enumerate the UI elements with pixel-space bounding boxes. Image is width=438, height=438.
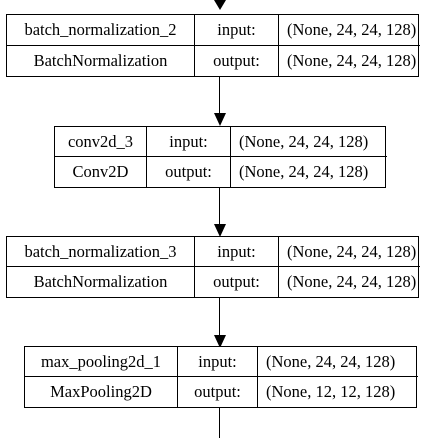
- layer-node-max-pooling2d-1: max_pooling2d_1 input: (None, 24, 24, 12…: [24, 346, 418, 408]
- edge-bottom-outgoing: [219, 408, 220, 438]
- layer-name: batch_normalization_3: [7, 237, 195, 267]
- output-label: output:: [195, 45, 279, 76]
- input-shape: (None, 24, 24, 128): [258, 347, 418, 377]
- output-label: output:: [147, 157, 231, 187]
- layer-node-conv2d-3: conv2d_3 input: (None, 24, 24, 128) Conv…: [54, 126, 387, 188]
- output-shape: (None, 24, 24, 128): [287, 272, 417, 291]
- arrowhead-conv2d-3: [214, 113, 226, 126]
- output-shape: (None, 24, 24, 128): [287, 50, 417, 70]
- output-shape: (None, 24, 24, 128): [239, 162, 369, 181]
- output-label: output:: [178, 377, 258, 407]
- layer-node-batch-normalization-2: batch_normalization_2 input: (None, 24, …: [6, 14, 420, 77]
- input-shape: (None, 24, 24, 128): [231, 127, 387, 157]
- input-label: input:: [147, 127, 231, 157]
- input-label: input:: [178, 347, 258, 377]
- arrowhead-top-incoming: [214, 0, 226, 10]
- output-label: output:: [195, 267, 279, 297]
- input-shape: (None, 24, 24, 128): [279, 15, 420, 46]
- input-shape: (None, 24, 24, 128): [279, 237, 420, 267]
- input-label: input:: [195, 237, 279, 267]
- edge-bn3-to-max-pooling2d-1: [219, 298, 220, 337]
- arrowhead-bn3: [214, 224, 226, 237]
- layer-name: batch_normalization_2: [7, 15, 195, 46]
- layer-node-batch-normalization-3: batch_normalization_3 input: (None, 24, …: [6, 236, 420, 298]
- layer-type: MaxPooling2D: [25, 377, 178, 407]
- input-label: input:: [195, 15, 279, 46]
- layer-type: BatchNormalization: [7, 45, 195, 76]
- layer-name: conv2d_3: [55, 127, 147, 157]
- output-shape: (None, 12, 12, 128): [266, 382, 396, 401]
- arrowhead-max-pooling2d-1: [214, 335, 226, 348]
- layer-type: BatchNormalization: [7, 267, 195, 297]
- edge-bn2-to-conv2d-3: [219, 77, 220, 115]
- layer-type: Conv2D: [55, 157, 147, 187]
- layer-name: max_pooling2d_1: [25, 347, 178, 377]
- edge-conv2d-3-to-bn3: [219, 188, 220, 226]
